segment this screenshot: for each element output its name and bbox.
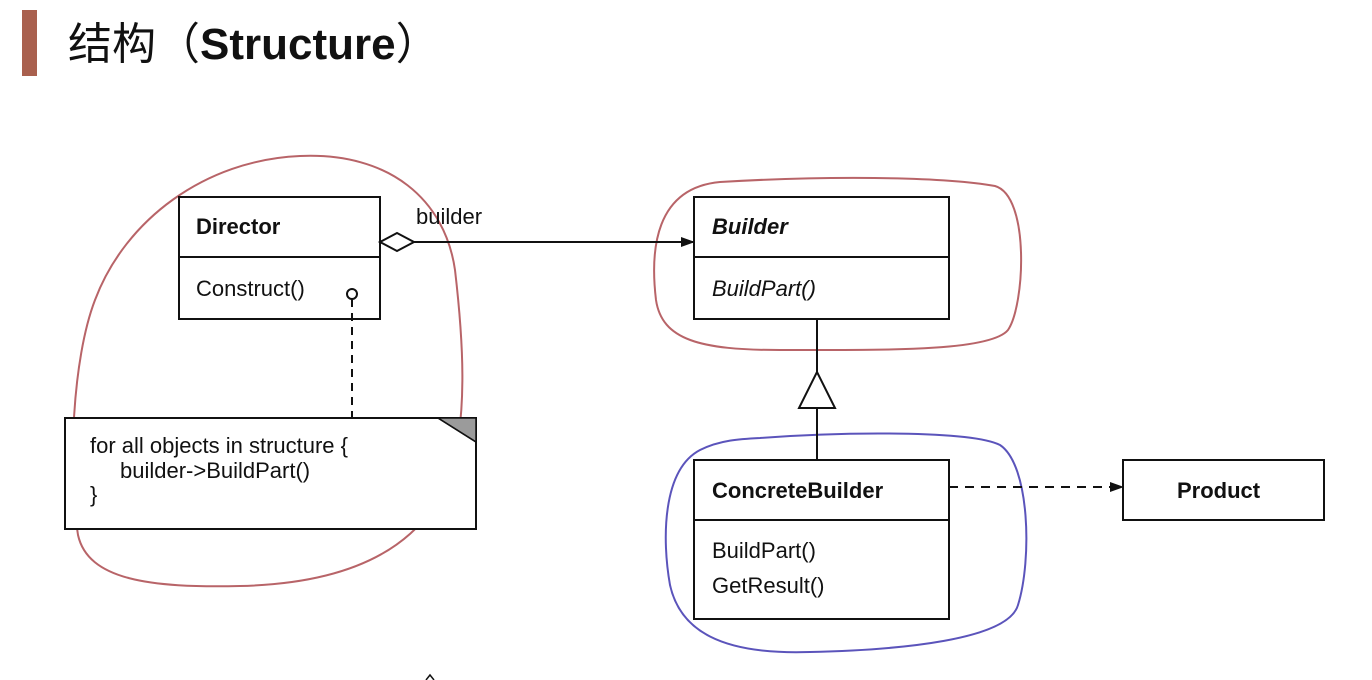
builder-name: Builder bbox=[712, 214, 789, 239]
blue-annotation-circle-concretebuilder bbox=[664, 432, 1028, 654]
note-line-2: builder->BuildPart() bbox=[120, 458, 310, 483]
note-line-1: for all objects in structure { bbox=[90, 433, 348, 458]
director-class: Director Construct() bbox=[178, 196, 381, 320]
page-title-en: Structure bbox=[200, 20, 396, 69]
page-title-close-paren: ） bbox=[395, 19, 440, 70]
note-connector bbox=[346, 288, 358, 418]
builder-method: BuildPart() bbox=[712, 276, 816, 301]
inheritance-triangle bbox=[797, 369, 837, 409]
page-title: 结构（Structure） bbox=[68, 14, 440, 76]
concrete-builder-class: ConcreteBuilder BuildPart() GetResult() bbox=[693, 459, 950, 620]
director-method: Construct() bbox=[196, 276, 305, 301]
note-line-3: } bbox=[90, 482, 97, 507]
association-label: builder bbox=[416, 204, 482, 229]
note-box: for all objects in structure { builder->… bbox=[64, 417, 477, 530]
product-name: Product bbox=[1177, 478, 1261, 503]
page-title-open-paren: （ bbox=[156, 19, 200, 70]
builder-class: Builder BuildPart() bbox=[693, 196, 950, 320]
concrete-builder-name: ConcreteBuilder bbox=[712, 478, 884, 503]
title-accent-bar bbox=[22, 10, 37, 76]
concrete-builder-method-1: BuildPart() bbox=[712, 538, 816, 563]
product-class: Product bbox=[1122, 459, 1325, 521]
aggregation-diamond bbox=[377, 231, 417, 253]
page-title-cn: 结构 bbox=[68, 19, 156, 70]
concrete-builder-method-2: GetResult() bbox=[712, 573, 824, 598]
inheritance-relation bbox=[797, 319, 837, 460]
director-name: Director bbox=[196, 214, 281, 239]
stray-pen-mark bbox=[425, 673, 435, 680]
red-annotation-circle-left bbox=[71, 154, 464, 588]
builder-association: builder bbox=[377, 204, 695, 253]
red-annotation-circle-builder bbox=[653, 176, 1023, 352]
